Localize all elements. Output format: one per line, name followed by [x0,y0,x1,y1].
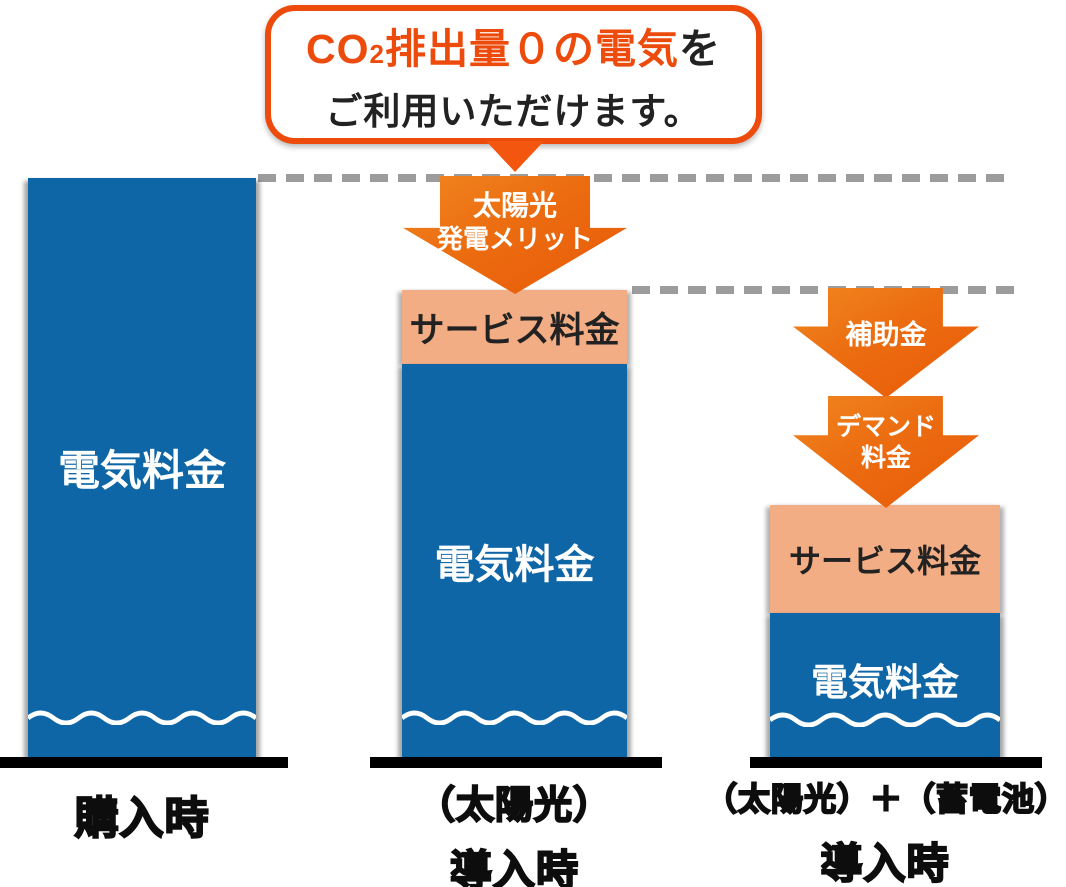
category-label-solar-battery-line2: 導入時 [819,839,950,887]
demand-fee-label-line2: 料金 [860,444,911,472]
baseline-solar [370,757,662,768]
solar-merit-label-line2: 発電メリット [436,224,593,254]
bar-solar-battery-electric-label: 電気料金 [811,662,959,703]
bar-solar-battery-service-segment: サービス料金 [770,505,1000,613]
category-label-solar: （太陽光） 導入時 [402,774,627,887]
category-label-solar-battery-line1: （太陽光）＋（蓄電池） [704,780,1066,818]
demand-fee-label-line1: デマンド [835,413,936,441]
callout-orange-text: 排出量０の電気 [384,25,679,72]
callout-line1: CO2排出量０の電気を [306,15,721,75]
callout-co-subscript: 2 [369,38,385,69]
bar-solar-electric-segment: 電気料金 [402,364,627,757]
bar-purchase-electric-label: 電気料金 [57,447,226,494]
axis-break-wave-icon [28,710,256,725]
baseline-solar-battery [750,757,1042,768]
callout-co-text: CO [306,25,370,72]
subsidy-label: 補助金 [845,319,927,350]
bar-purchase-electric-segment: 電気料金 [28,178,256,757]
axis-break-wave-icon [402,710,627,725]
bar-solar-battery-electric-segment: 電気料金 [770,613,1000,757]
reference-line-purchase-level [258,174,1014,182]
category-label-solar-battery: （太陽光）＋（蓄電池） 導入時 [704,774,1066,887]
bar-solar-electric-label: 電気料金 [434,542,595,587]
solar-merit-arrow-icon: 太陽光 発電メリット [403,176,627,294]
subsidy-arrow-icon: 補助金 [793,288,979,398]
category-label-solar-line2: 導入時 [449,846,579,887]
bar-solar-battery-service-label: サービス料金 [788,543,981,579]
category-label-solar-line1: （太陽光） [416,784,612,828]
reference-line-solar-level [632,286,1014,294]
category-label-purchase: 購入時 [28,782,256,846]
co2-callout-bubble: CO2排出量０の電気を ご利用いただけます。 [265,5,762,144]
callout-black-particle: を [678,25,721,72]
demand-fee-arrow-icon: デマンド 料金 [793,396,979,508]
baseline-purchase [0,757,288,768]
category-label-purchase-text: 購入時 [74,793,210,844]
solar-merit-label-line1: 太陽光 [472,190,557,221]
bar-solar-service-segment: サービス料金 [402,290,627,364]
axis-break-wave-icon [770,712,1000,727]
bar-solar-service-label: サービス料金 [409,310,620,350]
callout-line2: ご利用いただけます。 [325,90,702,132]
callout-tail-triangle [486,141,544,172]
